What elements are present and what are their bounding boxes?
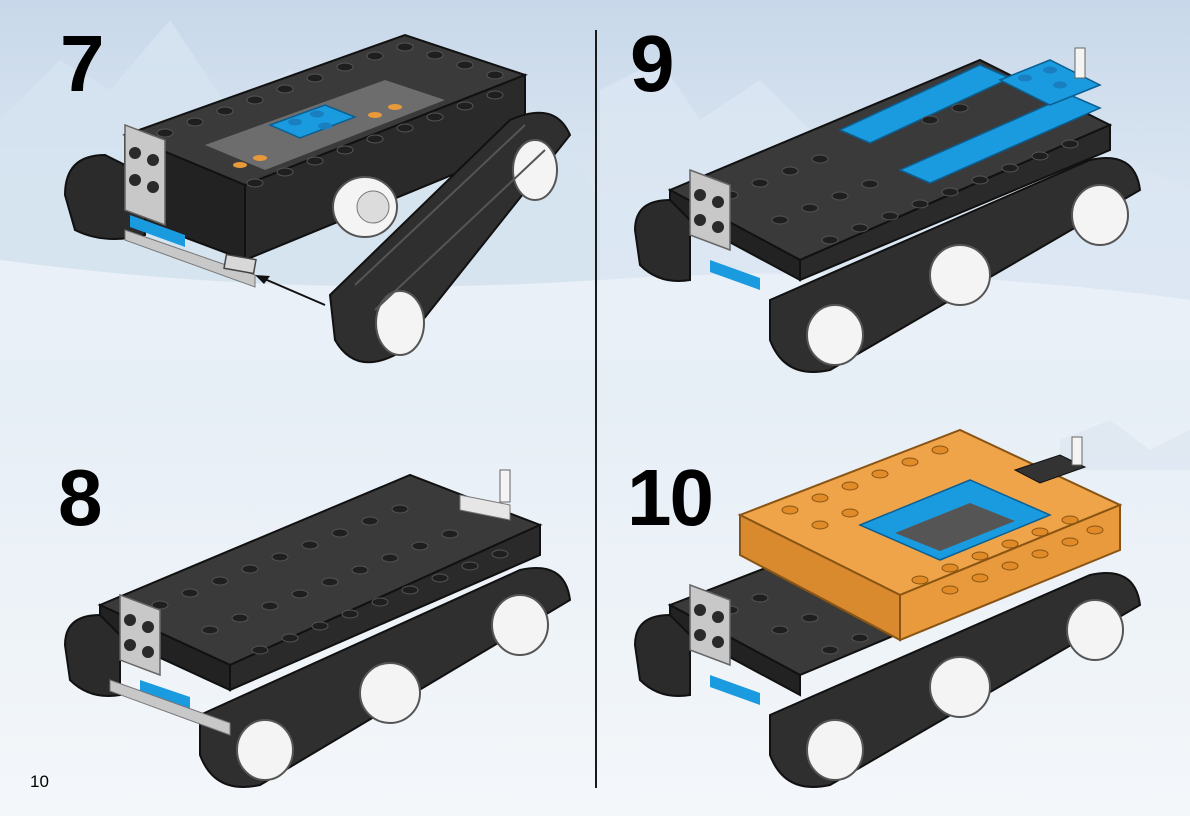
step-10-model (630, 425, 1150, 795)
step-8-model (60, 465, 580, 795)
page-number: 10 (30, 772, 49, 792)
step-divider (595, 30, 597, 788)
step-7-model (55, 25, 595, 385)
step-9-model (630, 40, 1150, 380)
